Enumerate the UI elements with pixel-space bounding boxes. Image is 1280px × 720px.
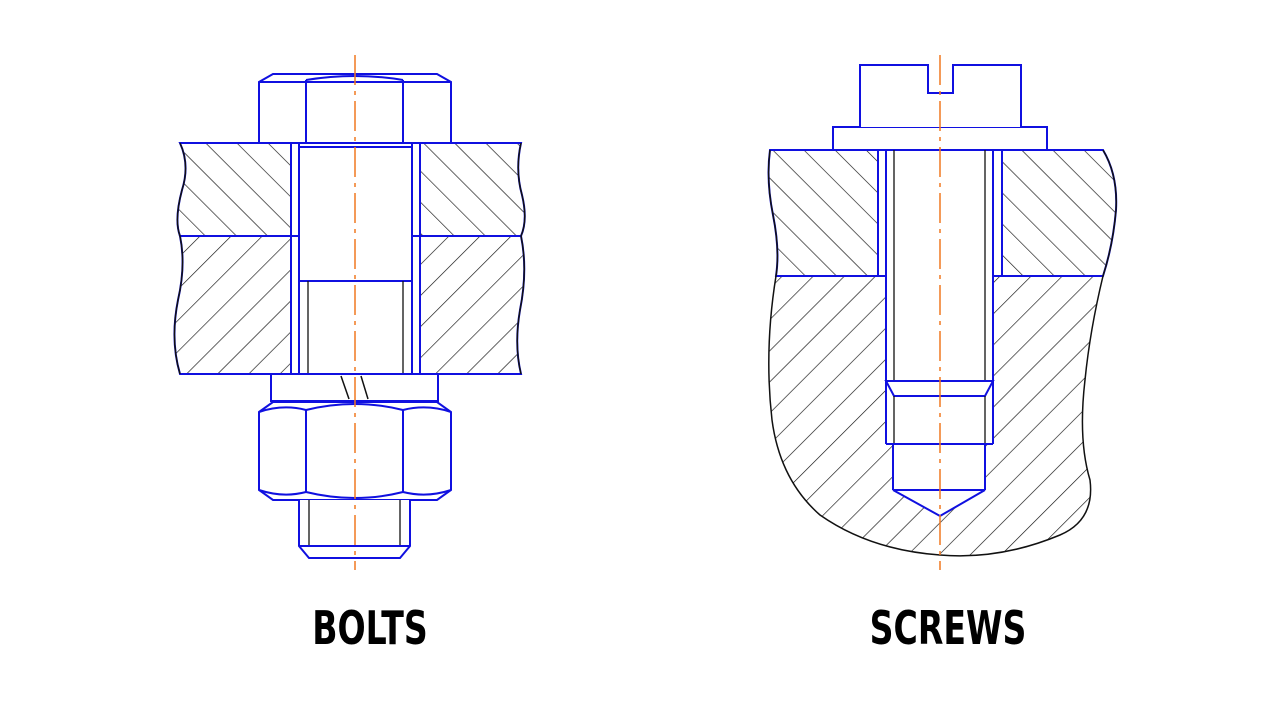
bolt-assembly — [173, 55, 526, 570]
screw-assembly — [767, 55, 1118, 570]
screws-caption: SCREWS — [869, 601, 1027, 655]
lower-plate-section — [173, 235, 526, 375]
upper-plate-section — [176, 142, 526, 237]
clamped-part-section — [767, 149, 1118, 277]
bolts-caption: BOLTS — [312, 601, 428, 655]
bolt-shank — [290, 142, 421, 374]
base-part-section — [768, 275, 1103, 556]
